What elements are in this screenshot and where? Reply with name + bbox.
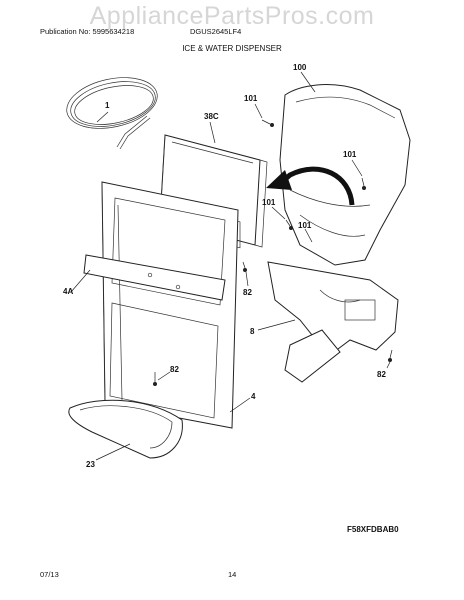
callout-82-right: 82 (377, 370, 386, 379)
trim-strip-part (83, 254, 226, 301)
callout-100: 100 (293, 63, 307, 72)
callout-8: 8 (250, 327, 255, 336)
callout-101-left: 101 (262, 198, 276, 207)
footer-date: 07/13 (40, 570, 59, 579)
callout-23: 23 (86, 460, 95, 469)
leader-lines (70, 71, 391, 461)
callout-82-center: 82 (243, 288, 252, 297)
assembly-arrow (280, 166, 355, 206)
tubing-coil-part (66, 77, 158, 150)
arrow-head (266, 170, 292, 190)
dispenser-lever-assembly-part (267, 261, 399, 383)
callout-101-top: 101 (244, 94, 258, 103)
model-number: DGUS2645LF4 (190, 27, 242, 36)
callout-82-lower: 82 (170, 365, 179, 374)
callout-4: 4 (251, 392, 256, 401)
section-title: ICE & WATER DISPENSER (182, 44, 282, 53)
callout-4a: 4A (63, 287, 73, 296)
dispenser-housing-part (279, 84, 411, 266)
footer-page-number: 14 (228, 570, 237, 579)
watermark: AppliancePartsPros.com (89, 2, 375, 30)
callout-101-bottom: 101 (298, 221, 312, 230)
callout-1: 1 (105, 101, 110, 110)
callout-38c: 38C (204, 112, 219, 121)
drip-tray-part (68, 399, 183, 459)
callout-labels: 1 100 101 38C 101 101 101 4A 82 8 82 82 … (63, 63, 386, 469)
publication-number: Publication No: 5995634218 (40, 27, 135, 36)
screws (153, 119, 393, 386)
dispenser-frame-part (101, 181, 239, 429)
figure-code: F58XFDBAB0 (347, 525, 399, 534)
callout-101-right: 101 (343, 150, 357, 159)
